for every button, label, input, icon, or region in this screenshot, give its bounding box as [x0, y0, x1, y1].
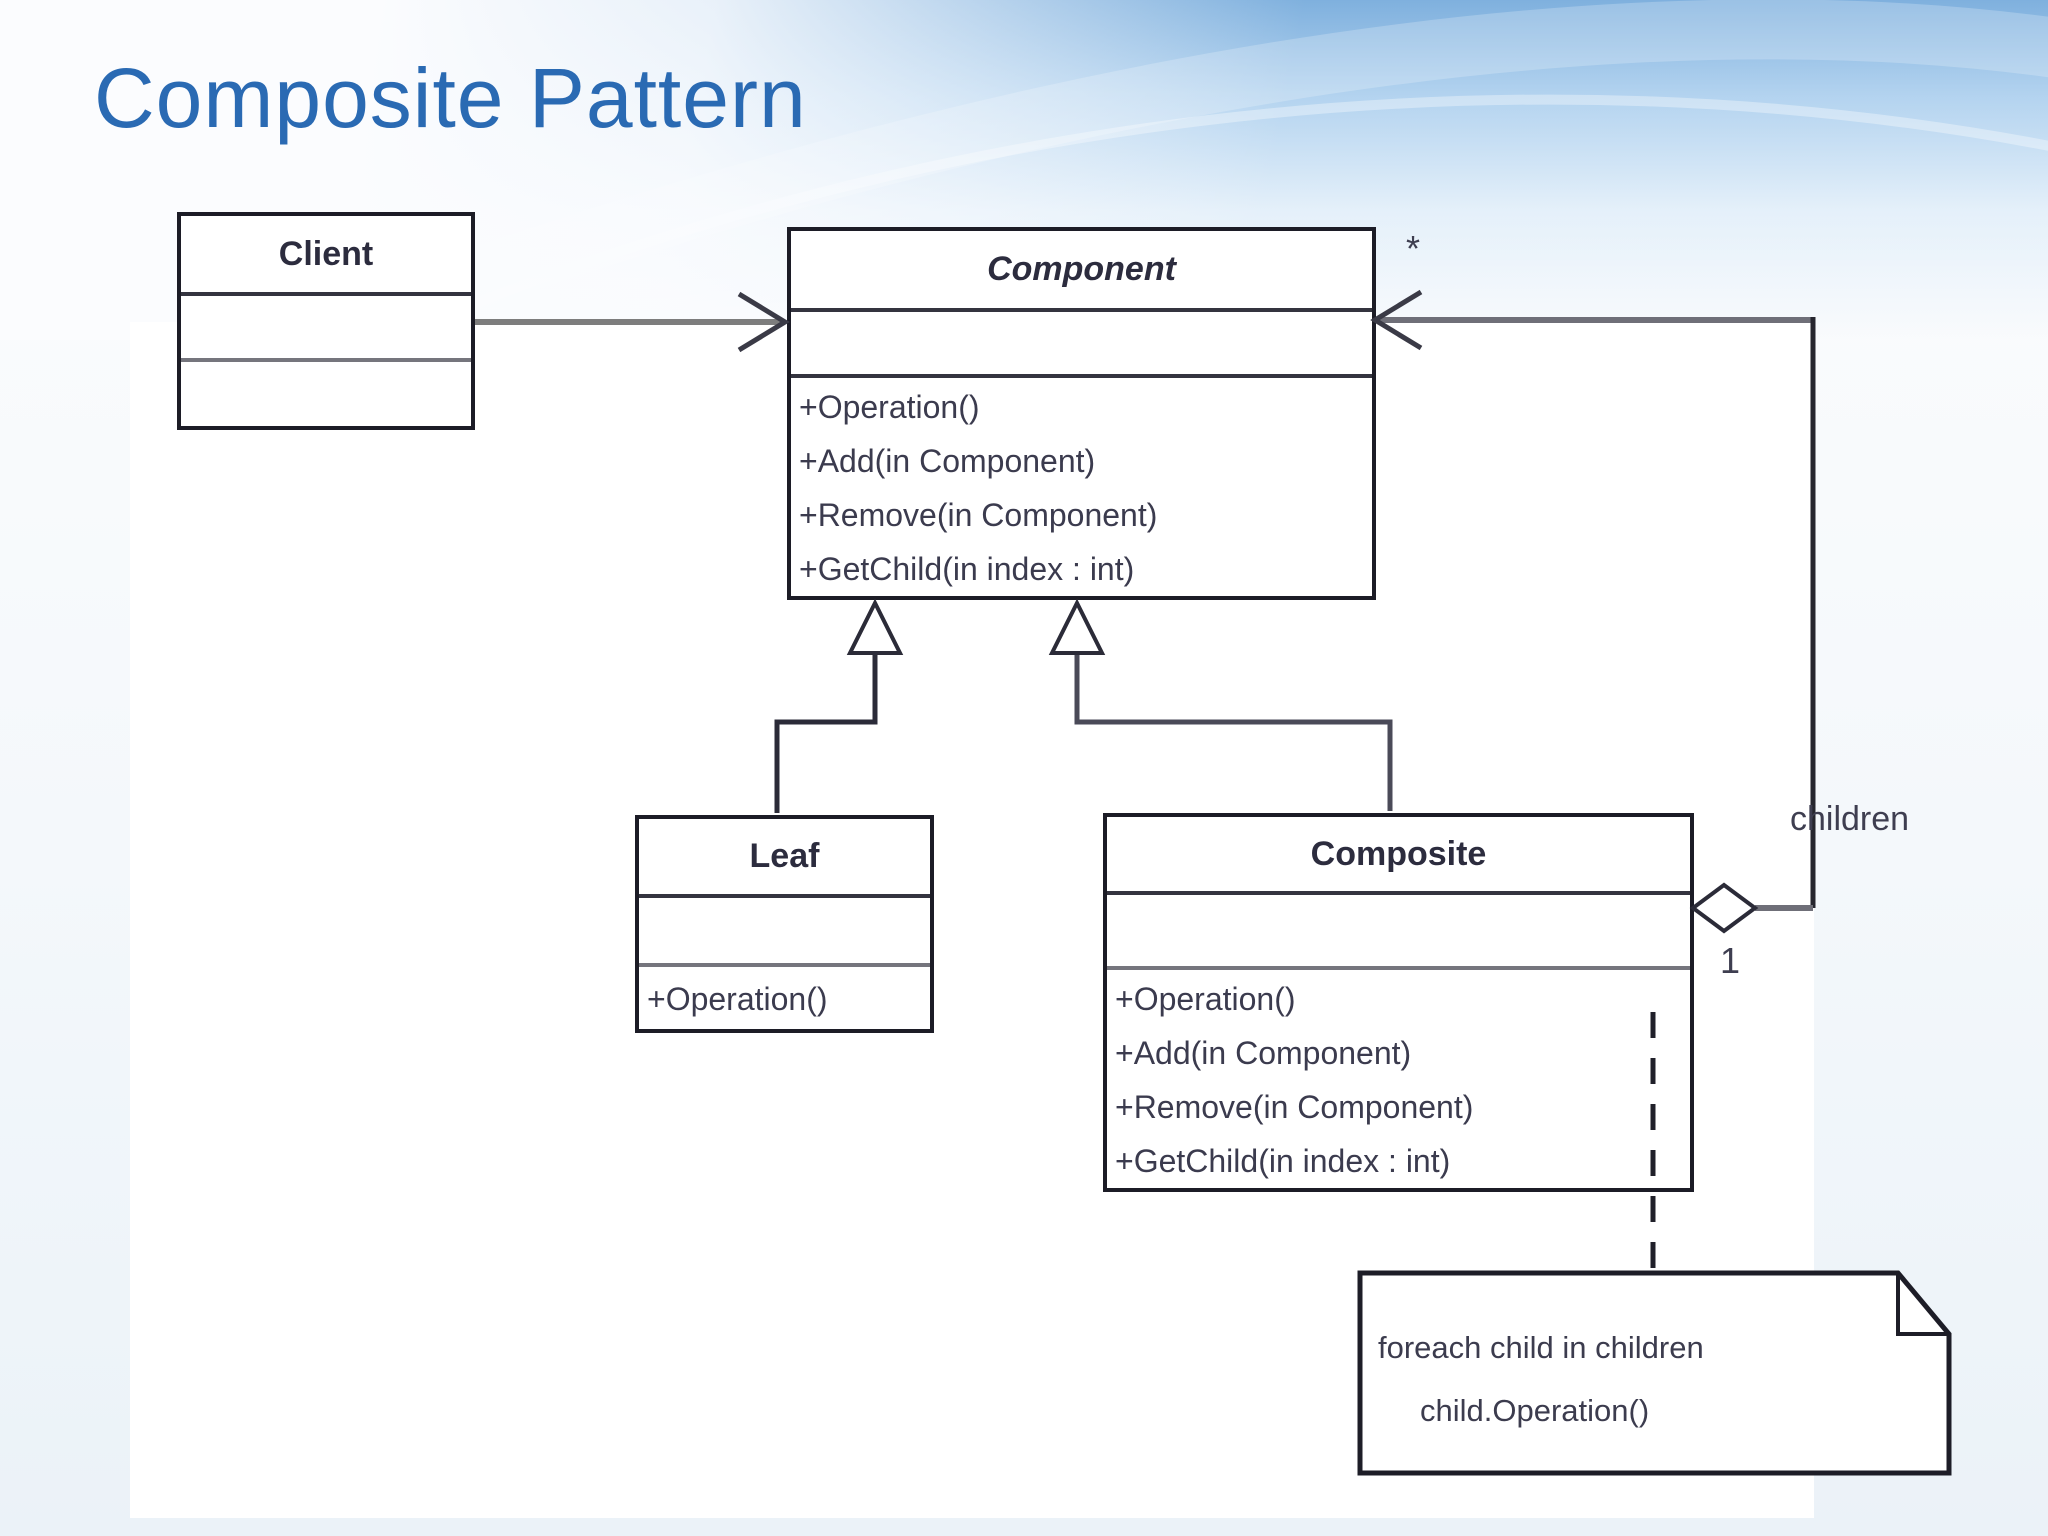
- uml-note-text: foreach child in children child.Operatio…: [1378, 1316, 1898, 1442]
- page-title: Composite Pattern: [94, 51, 807, 145]
- class-name-component: Component: [987, 250, 1176, 289]
- note-line: child.Operation(): [1420, 1393, 1650, 1428]
- operation-item: +GetChild(in index : int): [1115, 1143, 1451, 1179]
- uml-class-composite: Composite +Operation() +Add(in Component…: [1103, 813, 1694, 1192]
- class-operations-composite: +Operation() +Add(in Component) +Remove(…: [1107, 966, 1690, 1188]
- operation-item: +Add(in Component): [799, 443, 1096, 479]
- class-operations-component: +Operation() +Add(in Component) +Remove(…: [791, 374, 1372, 596]
- class-name-leaf: Leaf: [749, 836, 820, 875]
- note-fold-corner-icon: [1896, 1273, 1949, 1336]
- operation-item: +Remove(in Component): [799, 497, 1158, 533]
- uml-class-leaf: Leaf +Operation(): [635, 815, 934, 1033]
- operation-item: +Operation(): [647, 981, 828, 1017]
- class-operations-client: [181, 358, 471, 426]
- operation-item: +Add(in Component): [1115, 1035, 1412, 1071]
- class-name-composite: Composite: [1310, 834, 1487, 873]
- class-attributes-composite: [1107, 891, 1690, 966]
- class-name-client: Client: [278, 234, 374, 273]
- operation-item: +Remove(in Component): [1115, 1089, 1474, 1125]
- operation-item: +GetChild(in index : int): [799, 551, 1135, 587]
- multiplicity-many-label: *: [1406, 228, 1421, 269]
- note-line: foreach child in children: [1378, 1330, 1704, 1365]
- operation-item: +Operation(): [799, 389, 980, 425]
- association-children-label: children: [1790, 800, 1910, 838]
- uml-class-client: Client: [177, 212, 475, 430]
- class-operations-leaf: +Operation(): [639, 963, 930, 1029]
- uml-class-component: Component +Operation() +Add(in Component…: [787, 227, 1376, 600]
- multiplicity-one-label: 1: [1720, 940, 1741, 981]
- class-attributes-component: [791, 308, 1372, 374]
- operation-item: +Operation(): [1115, 981, 1296, 1017]
- class-attributes-client: [181, 292, 471, 358]
- class-attributes-leaf: [639, 893, 930, 963]
